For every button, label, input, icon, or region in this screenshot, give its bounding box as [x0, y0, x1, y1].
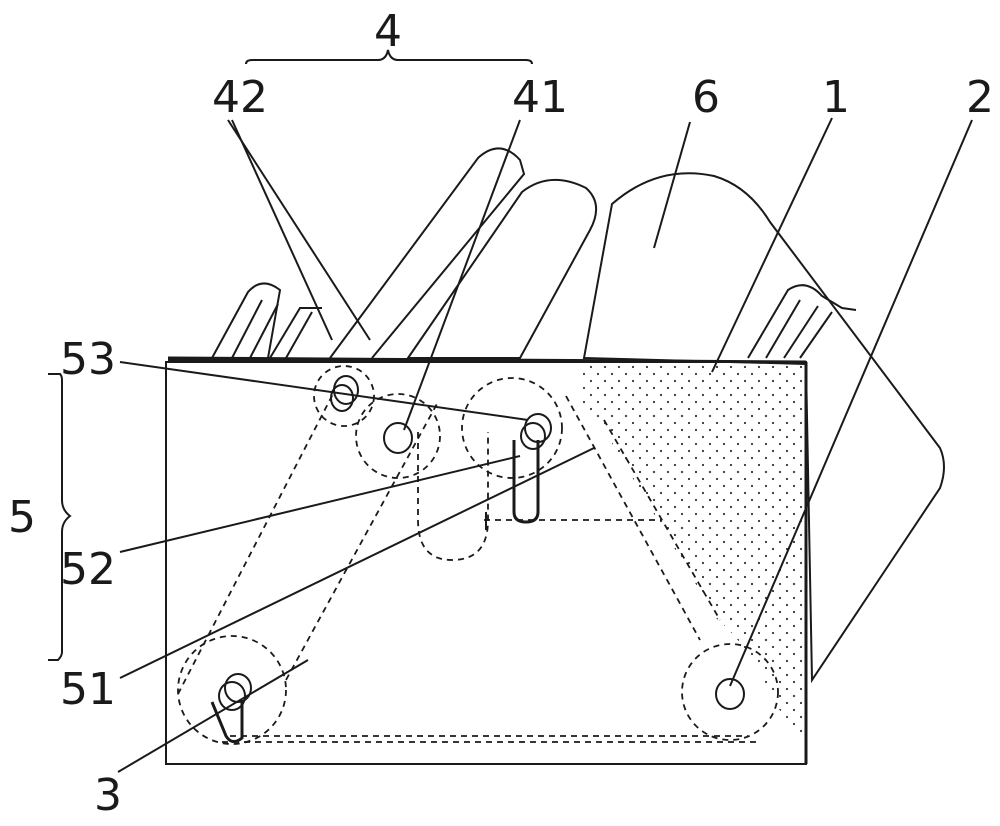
- label-6: 6: [692, 72, 720, 123]
- finger-41: [406, 178, 597, 359]
- roller-arm-42: [329, 147, 526, 359]
- leader-lines: [48, 49, 973, 773]
- label-53: 53: [60, 334, 116, 385]
- slot-bolt-3: [210, 673, 252, 743]
- pin-41-axle: [383, 422, 413, 454]
- back-roller-right: [747, 284, 857, 359]
- label-1: 1: [822, 72, 850, 123]
- label-51: 51: [60, 664, 116, 715]
- pin-53: [330, 375, 359, 412]
- label-4: 4: [374, 6, 402, 57]
- hidden-wheel-upper-mid: [313, 365, 563, 479]
- label-3: 3: [94, 770, 122, 821]
- back-roller-left: [211, 282, 322, 359]
- hidden-wheel-lower-right: [681, 643, 779, 741]
- label-2: 2: [966, 72, 994, 123]
- hidden-slider-51: [417, 432, 662, 561]
- label-42: 42: [212, 72, 268, 123]
- board-1: [165, 356, 808, 765]
- pad-6: [582, 172, 945, 684]
- label-52: 52: [60, 544, 116, 595]
- label-41: 41: [512, 72, 568, 123]
- pin-2: [715, 678, 745, 710]
- label-5: 5: [8, 492, 36, 543]
- hidden-wheel-lower-left: [177, 635, 287, 745]
- slot-bolt-52: [512, 413, 552, 524]
- reference-labels: 4 42 41 6 1 2 53 5 52 51 3: [8, 6, 994, 821]
